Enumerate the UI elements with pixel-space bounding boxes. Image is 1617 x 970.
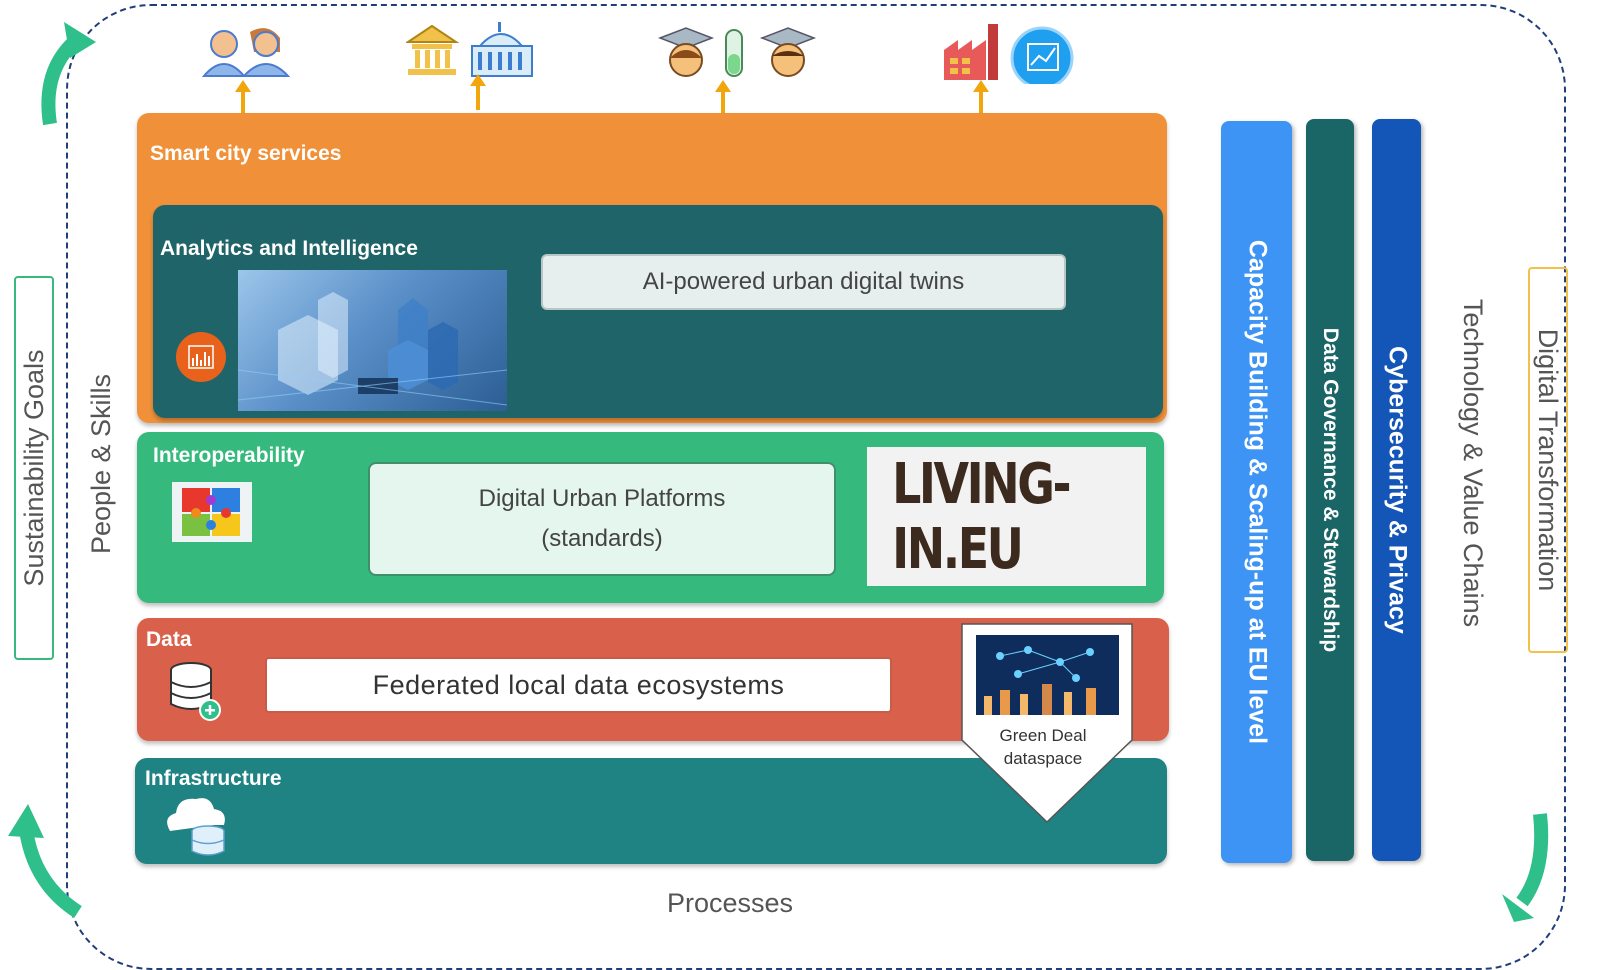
cloud-database-icon [167,798,225,856]
arrow-bottom-right-icon [1502,813,1549,922]
sustainability-goals-label: Sustainability Goals [19,349,49,587]
data-governance-label: Data Governance & Stewardship [1319,327,1342,653]
dup-line1: Digital Urban Platforms [478,485,726,512]
analytics-icon [176,332,226,382]
technology-value-chains-label: Technology & Value Chains [1458,298,1488,628]
federated-data-ecosystems-box: Federated local data ecosystems [265,657,892,713]
green-deal-line2: dataspace [1003,749,1083,768]
cybersecurity-label: Cybersecurity & Privacy [1383,346,1411,634]
up-arrow-icon [973,80,989,116]
up-arrow-icon [470,74,486,110]
database-add-icon [170,662,221,721]
ecosystem-frame [66,4,1566,970]
dup-line2: (standards) [541,525,663,552]
people-icon [201,28,291,77]
up-arrow-icon [235,80,251,116]
data-governance-pillar: Data Governance & Stewardship [1306,119,1354,861]
arrow-bottom-left-icon [8,804,82,918]
education-research-icon [658,27,817,77]
data-title: Data [146,628,192,651]
industry-chart-icon [944,24,1074,84]
processes-label: Processes [666,888,794,918]
living-in-eu-text: LIVING-IN.EU [892,451,1071,582]
digital-transformation-bracket [1528,267,1568,653]
digital-urban-platforms-box: Digital Urban Platforms (standards) [368,462,836,576]
capacity-building-label: Capacity Building & Scaling-up at EU lev… [1243,239,1271,745]
interoperability-title: Interoperability [153,444,305,467]
digital-transformation-label: Digital Transformation [1533,328,1563,592]
living-in-eu-logo: LIVING-IN.EU [867,447,1146,586]
up-arrow-icon [715,80,731,116]
arrow-top-left-icon [41,22,96,126]
smart-city-image [238,270,507,411]
people-skills-label: People & Skills [86,373,116,555]
puzzle-icon [172,482,252,542]
green-deal-line1: Green Deal [999,726,1087,745]
cybersecurity-pillar: Cybersecurity & Privacy [1372,119,1421,861]
infrastructure-title: Infrastructure [145,767,282,790]
sustainability-goals-bracket [14,276,54,660]
green-deal-callout-shape [961,623,1133,824]
government-building-icon [406,22,533,77]
infrastructure-layer [135,758,1167,864]
capacity-building-pillar: Capacity Building & Scaling-up at EU lev… [1221,121,1292,863]
analytics-title: Analytics and Intelligence [160,237,418,260]
green-deal-label: Green Deal dataspace [975,724,1111,770]
ai-urban-digital-twins-box: AI-powered urban digital twins [541,254,1066,310]
smart-city-services-title: Smart city services [150,142,342,165]
